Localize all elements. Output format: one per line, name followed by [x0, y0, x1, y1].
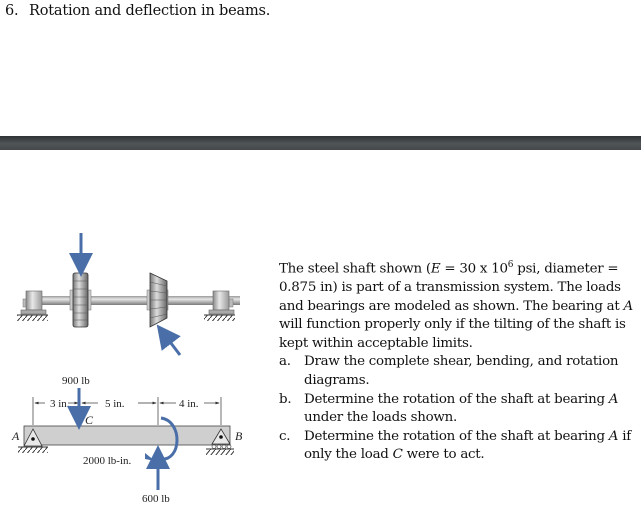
task-item-c: c. Determine the rotation of the shaft a… — [279, 428, 631, 463]
roller-support-b — [206, 428, 234, 455]
task-list: a. Draw the complete shear, bending, and… — [279, 353, 639, 465]
point-label-c: C — [85, 413, 94, 427]
load-c-label: 900 lb — [62, 375, 90, 387]
dimension-label-4in: 4 in. — [179, 398, 199, 410]
shaft — [40, 296, 240, 305]
dimension-label-5in: 5 in. — [105, 398, 125, 410]
moment-label: 2000 lb-in. — [83, 455, 132, 467]
task-item-a: a. Draw the complete shear, bending, and… — [279, 354, 619, 389]
section-divider-bar — [0, 136, 641, 150]
upward-load-label: 600 lb — [142, 493, 170, 505]
beam-free-body-diagram: 3 in. 5 in. 4 in. A B 900 lb C — [11, 375, 243, 505]
point-label-a: A — [11, 429, 20, 443]
bevel-gear-load-arrow — [156, 324, 182, 356]
task-marker: c. — [279, 428, 291, 444]
left-bearing-block — [17, 290, 48, 321]
pin-support-a — [18, 428, 48, 453]
problem-statement: The steel shaft shown (E = 30 x 106 psi,… — [279, 256, 639, 465]
problem-title: Rotation and deflection in beams. — [29, 3, 271, 19]
dimension-label-3in: 3 in. — [50, 398, 70, 410]
point-label-b: B — [235, 429, 243, 443]
problem-intro: The steel shaft shown (E = 30 x 106 psi,… — [279, 260, 633, 351]
problem-heading: 6. Rotation and deflection in beams. — [5, 3, 270, 19]
problem-number: 6. — [5, 3, 19, 19]
task-marker: b. — [279, 391, 292, 407]
task-item-b: b. Determine the rotation of the shaft a… — [279, 391, 619, 426]
task-marker: a. — [279, 354, 291, 370]
bevel-gear — [146, 272, 169, 328]
spur-gear — [69, 272, 92, 328]
right-bearing-block — [204, 290, 235, 321]
shaft-assembly-illustration — [17, 233, 240, 356]
beam — [23, 425, 231, 446]
